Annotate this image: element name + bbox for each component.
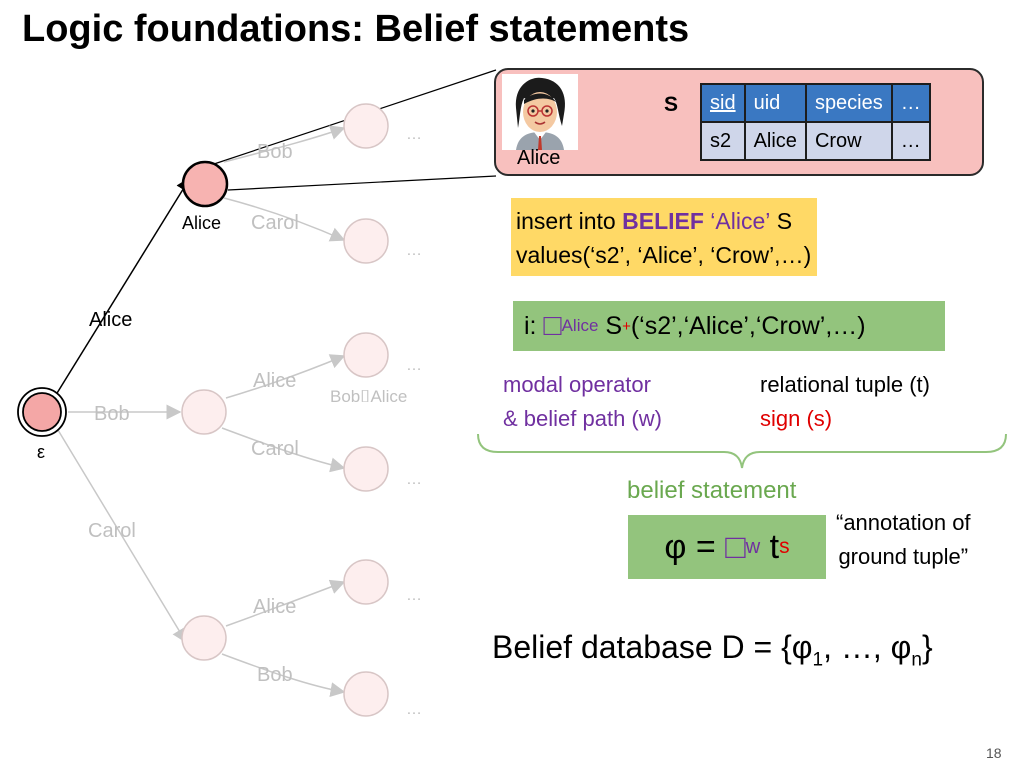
belief-database-definition: Belief database D = {φ1, …, φn} xyxy=(492,629,933,671)
edge-label-alice-bob: Bob xyxy=(257,141,293,163)
table-cell: Alice xyxy=(743,121,807,161)
modal-box-symbol: □ xyxy=(725,527,746,566)
edge-bob-alice xyxy=(225,354,346,399)
sql-line-2: values(‘s2’, ‘Alice’, ‘Crow’,…) xyxy=(516,238,811,272)
node-alice-carol xyxy=(343,218,389,264)
relation-name: S xyxy=(664,93,679,116)
sign-label-line: sign (s) xyxy=(760,406,833,431)
node-bob-carol xyxy=(343,446,389,492)
sql-user: ‘Alice’ xyxy=(710,208,771,234)
annotation-label: “annotation of ground tuple” xyxy=(836,506,971,574)
sql-word: insert xyxy=(516,208,573,234)
phi-t: t xyxy=(769,527,780,566)
statement-prefix: i: xyxy=(524,311,537,340)
statement-args: (‘s2’,‘Alice’,‘Crow’,…) xyxy=(630,311,866,340)
db-text: Belief database D = {φ xyxy=(492,629,813,665)
node-carol-alice xyxy=(343,559,389,605)
sql-keyword-belief: BELIEF xyxy=(622,208,704,234)
modal-subscript: Alice xyxy=(561,316,599,335)
modal-box-symbol: □ xyxy=(543,309,562,342)
node-alice xyxy=(181,160,229,208)
belief-statement-label: belief statement xyxy=(627,477,797,504)
edge-carol-alice xyxy=(225,579,346,627)
edge-label-bob-alice: Alice xyxy=(253,370,296,392)
node-carol-bob xyxy=(343,671,389,717)
edge-label-carol-alice: Alice xyxy=(253,596,296,618)
db-text-mid: , …, φ xyxy=(823,629,912,665)
sql-word: into xyxy=(578,208,616,234)
node-alice-bob xyxy=(343,103,389,149)
sql-line-1: insert into BELIEF ‘Alice’ S xyxy=(516,204,811,238)
column-header: uid xyxy=(743,83,807,123)
edge-alice-carol xyxy=(223,197,346,242)
belief-statement-example: i: □Alice S+(‘s2’,‘Alice’,‘Crow’,…) xyxy=(513,301,945,351)
edge-carol-bob xyxy=(221,653,346,698)
node-bob xyxy=(181,389,227,435)
root-node xyxy=(22,392,62,432)
root-label: ε xyxy=(37,442,45,462)
db-text-end: } xyxy=(921,629,933,665)
sql-values-keyword: values xyxy=(516,242,583,268)
ellipsis-bob-alice: … xyxy=(406,357,422,374)
edge-alice-bob xyxy=(223,125,346,163)
table-cell: Crow xyxy=(804,121,893,161)
ellipsis-alice-carol: … xyxy=(406,242,422,259)
db-sub-1: 1 xyxy=(812,649,824,671)
modal-label-line-2: & belief path (w) xyxy=(503,406,662,431)
annotation-line-2: ground tuple” xyxy=(838,544,969,569)
column-header: … xyxy=(890,83,931,123)
edge-label-root-alice: Alice xyxy=(89,309,132,331)
ellipsis-carol-bob: … xyxy=(406,701,422,718)
table-cell: s2 xyxy=(700,121,746,161)
sql-relation: S xyxy=(776,208,793,234)
curly-brace xyxy=(477,433,1007,469)
edge-label-alice-carol: Carol xyxy=(251,212,299,234)
avatar-caption: Alice xyxy=(517,147,561,169)
phi-symbol: φ xyxy=(664,527,687,566)
tuple-label-line-1: relational tuple (t) xyxy=(760,372,930,397)
phi-superscript-s: s xyxy=(779,535,790,558)
tuple-sign-label: relational tuple (t) sign (s) xyxy=(760,368,930,436)
table-cell: … xyxy=(890,121,931,161)
edge-bob-carol xyxy=(221,427,346,473)
phi-subscript-w: w xyxy=(745,535,761,558)
edge-label-root-carol: Carol xyxy=(88,520,136,542)
relation-table: sid uid species … s2 Alice Crow … xyxy=(700,83,931,161)
sql-insert-statement: insert into BELIEF ‘Alice’ S values(‘s2’… xyxy=(511,198,818,276)
annotation-line-1: “annotation of xyxy=(836,510,971,535)
statement-relation: S xyxy=(605,311,623,340)
column-header: sid xyxy=(700,83,746,123)
edge-label-bob-carol: Carol xyxy=(251,438,299,460)
modal-operator-label: modal operator & belief path (w) xyxy=(503,368,662,436)
ellipsis-carol-alice: … xyxy=(406,587,422,604)
column-header: species xyxy=(804,83,893,123)
sql-values: (‘s2’, ‘Alice’, ‘Crow’,…) xyxy=(582,242,812,268)
callout-line-bottom xyxy=(227,175,497,191)
node-bob-alice xyxy=(343,332,389,378)
edge-root-carol xyxy=(57,429,187,644)
modal-label-line-1: modal operator xyxy=(503,372,651,397)
slide-title: Logic foundations: Belief statements xyxy=(22,8,690,50)
ellipsis-bob-carol: … xyxy=(406,471,422,488)
node-label-bob-alice: Bob⌷Alice xyxy=(330,387,407,406)
equals-sign: = xyxy=(695,527,716,566)
edge-label-carol-bob: Bob xyxy=(257,664,293,686)
edge-label-root-bob: Bob xyxy=(94,403,130,425)
edge-root-alice xyxy=(53,176,191,399)
node-label-alice: Alice xyxy=(182,213,221,233)
alice-avatar xyxy=(502,74,578,150)
page-number: 18 xyxy=(986,745,1002,761)
table-header-row: sid uid species … xyxy=(700,83,931,123)
statement-sign: + xyxy=(622,317,631,335)
ellipsis-alice-bob: … xyxy=(406,126,422,143)
node-carol xyxy=(181,615,227,661)
db-sub-n: n xyxy=(911,649,922,671)
table-row: s2 Alice Crow … xyxy=(700,121,931,161)
